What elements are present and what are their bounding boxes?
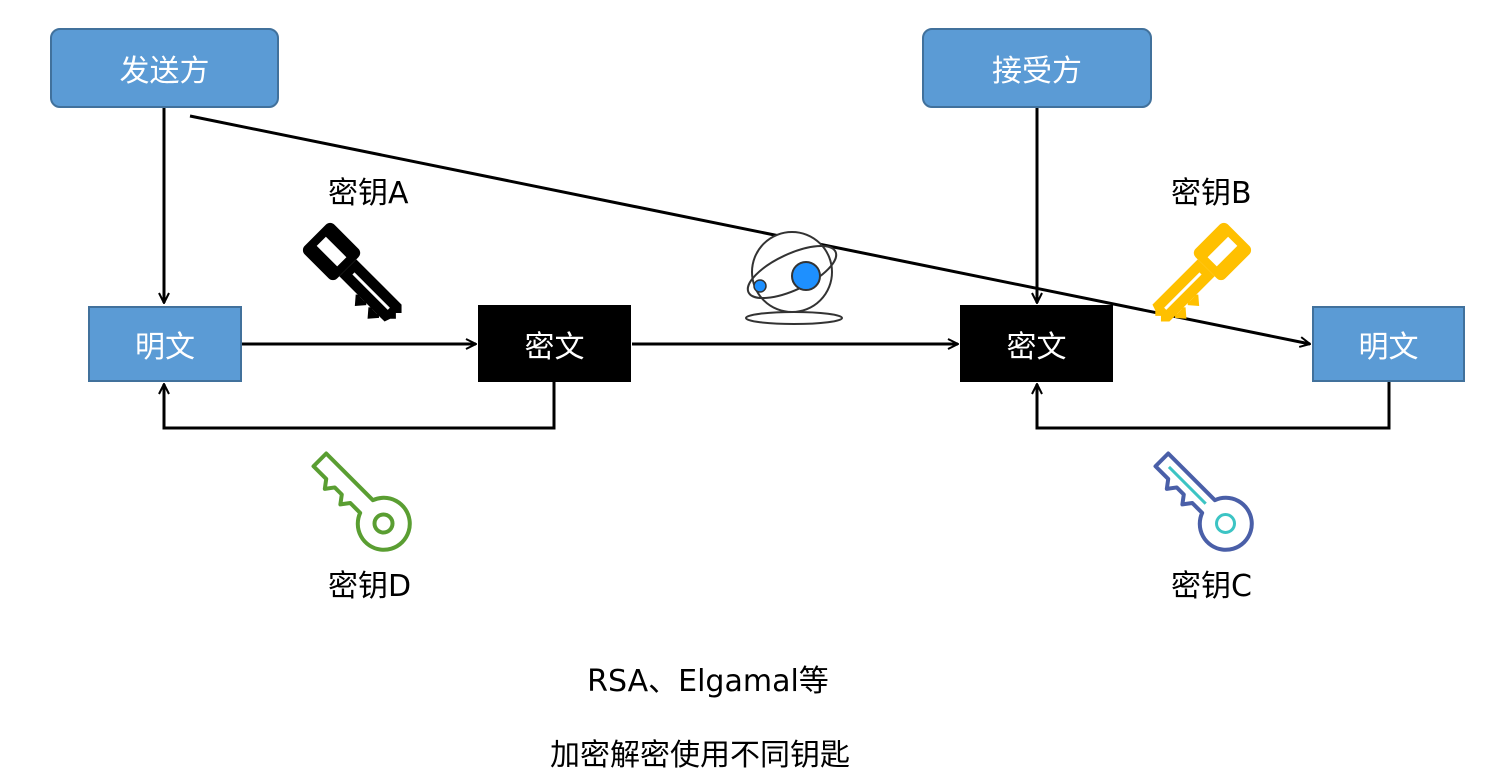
- plaintext-left-box: 明文: [88, 306, 242, 382]
- globe-orbit-icon: [745, 231, 843, 325]
- receiver-label: 接受方: [992, 54, 1082, 89]
- plaintext-right-label: 明文: [1358, 330, 1419, 365]
- description-caption: 加密解密使用不同钥匙: [550, 738, 850, 773]
- key-icon: [1152, 222, 1252, 322]
- ciphertext-right-label: 密文: [1006, 329, 1067, 365]
- key-c-label: 密钥C: [1171, 569, 1252, 604]
- key-a-label: 密钥A: [328, 176, 409, 211]
- ciphertext-left-label: 密文: [524, 329, 585, 365]
- ciphertext-right-box: 密文: [960, 305, 1113, 382]
- ciphertext-left-box: 密文: [478, 305, 631, 382]
- left-decrypt-loop-arrow: [164, 382, 556, 430]
- key-icon: [302, 222, 402, 322]
- sender-to-right-plaintext-arrow: [189, 114, 1310, 344]
- key-icon: [311, 451, 412, 552]
- key-icon: [1153, 451, 1254, 552]
- right-encrypt-loop-arrow: [1037, 382, 1391, 430]
- plaintext-right-box: 明文: [1312, 306, 1465, 382]
- receiver-box: 接受方: [922, 28, 1152, 108]
- key-b-label: 密钥B: [1171, 176, 1252, 211]
- key-d-label: 密钥D: [328, 569, 412, 604]
- algorithms-caption: RSA、Elgamal等: [587, 664, 829, 699]
- sender-label: 发送方: [119, 54, 210, 89]
- sender-box: 发送方: [50, 28, 279, 108]
- plaintext-left-label: 明文: [135, 330, 195, 365]
